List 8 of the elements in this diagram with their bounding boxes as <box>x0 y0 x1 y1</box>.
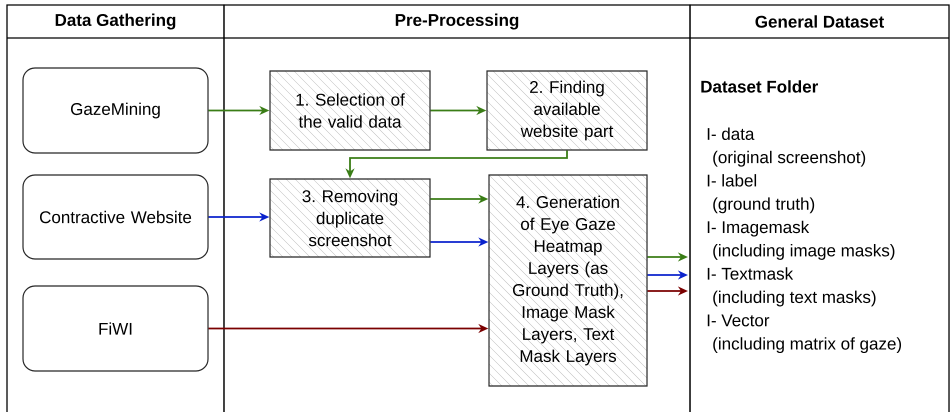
process-box: 4. Generation of Eye Gaze Heatmap Layers (as Ground Truth), Image Mask Layers, Text Mask Layers <box>488 174 648 387</box>
process-box: 1. Selection of the valid data <box>269 70 431 151</box>
source-box: GazeMining <box>22 67 209 154</box>
folder-listing: Dataset Folder I- data (original screenshot) I- label (ground truth) I- Imagemask (including image masks) I- Textmask (including text masks) I- Vector (including matrix of gaze) <box>701 80 902 354</box>
source-box: FiWI <box>22 285 209 372</box>
process-box: 3. Removing duplicate screenshot <box>269 178 431 258</box>
source-box: Contractive Website <box>22 174 209 260</box>
process-box: 2. Finding available website part <box>486 70 648 151</box>
